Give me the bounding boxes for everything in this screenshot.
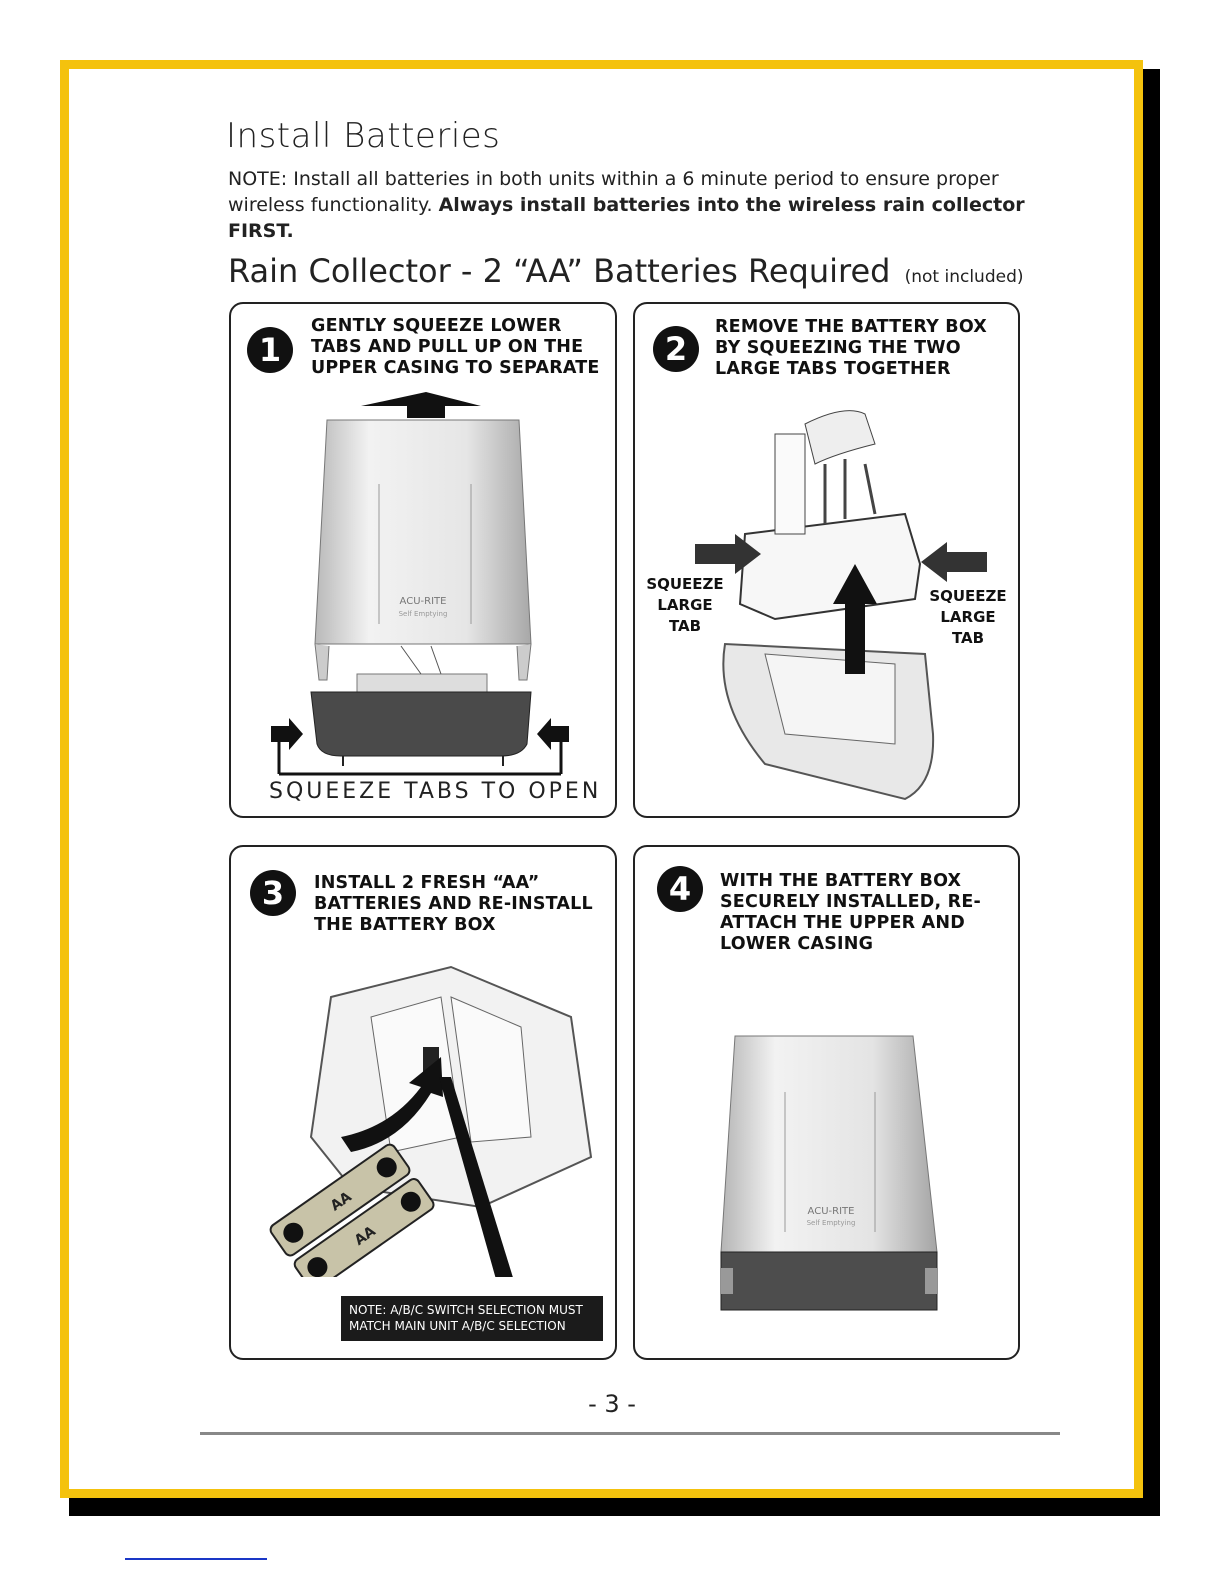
- subtitle-note: (not included): [905, 267, 1024, 287]
- page-number: - 3 -: [0, 1390, 1224, 1418]
- subtitle-text: Rain Collector - 2 “AA” Batteries Requir…: [228, 252, 890, 290]
- step-2-text: REMOVE THE BATTERY BOX BY SQUEEZING THE …: [715, 317, 1015, 380]
- brand-logo-sub: Self Emptying: [399, 610, 448, 618]
- step-4-number: 4: [657, 866, 703, 912]
- brand-logo-sub: Self Emptying: [807, 1219, 856, 1227]
- squeeze-left-arrow-icon: [537, 718, 569, 750]
- right-tab-label: SQUEEZE LARGE TAB: [925, 586, 1011, 649]
- squeeze-left-arrow-icon: [695, 534, 765, 574]
- section-subtitle: Rain Collector - 2 “AA” Batteries Requir…: [228, 252, 1024, 290]
- footer-link-underline: [125, 1558, 267, 1560]
- switch-selection-note: NOTE: A/B/C SWITCH SELECTION MUST MATCH …: [341, 1296, 603, 1341]
- step-2-panel: 2 REMOVE THE BATTERY BOX BY SQUEEZING TH…: [633, 302, 1020, 818]
- step-1-text: GENTLY SQUEEZE LOWER TABS AND PULL UP ON…: [311, 316, 611, 379]
- step-3-text: INSTALL 2 FRESH “AA” BATTERIES AND RE-IN…: [314, 873, 614, 936]
- casing-separate-illustration: ACU-RITE Self Emptying: [231, 384, 617, 784]
- battery-box-removal-illustration: [705, 404, 945, 804]
- page-title: Install Batteries: [226, 116, 500, 156]
- left-tab-label: SQUEEZE LARGE TAB: [645, 574, 725, 637]
- squeeze-right-arrow-icon: [271, 718, 303, 750]
- step-1-panel: 1 GENTLY SQUEEZE LOWER TABS AND PULL UP …: [229, 302, 617, 818]
- brand-logo-text: ACU-RITE: [808, 1206, 855, 1217]
- step-4-text: WITH THE BATTERY BOX SECURELY INSTALLED,…: [720, 871, 1015, 955]
- step-3-number: 3: [250, 870, 296, 916]
- step-4-panel: 4 WITH THE BATTERY BOX SECURELY INSTALLE…: [633, 845, 1020, 1360]
- up-arrow-icon: [361, 392, 481, 406]
- squeeze-right-arrow-icon: [917, 542, 987, 582]
- battery-install-illustration: AA AA: [251, 937, 611, 1277]
- brand-logo-text: ACU-RITE: [400, 596, 447, 607]
- assembled-collector-illustration: ACU-RITE Self Emptying: [715, 1032, 945, 1322]
- step-1-number: 1: [247, 327, 293, 373]
- step-3-panel: 3 INSTALL 2 FRESH “AA” BATTERIES AND RE-…: [229, 845, 617, 1360]
- battery-note: NOTE: Install all batteries in both unit…: [228, 166, 1028, 244]
- footer-rule: [200, 1432, 1060, 1435]
- step-2-number: 2: [653, 326, 699, 372]
- step-1-caption: SQUEEZE TABS TO OPEN: [269, 779, 601, 804]
